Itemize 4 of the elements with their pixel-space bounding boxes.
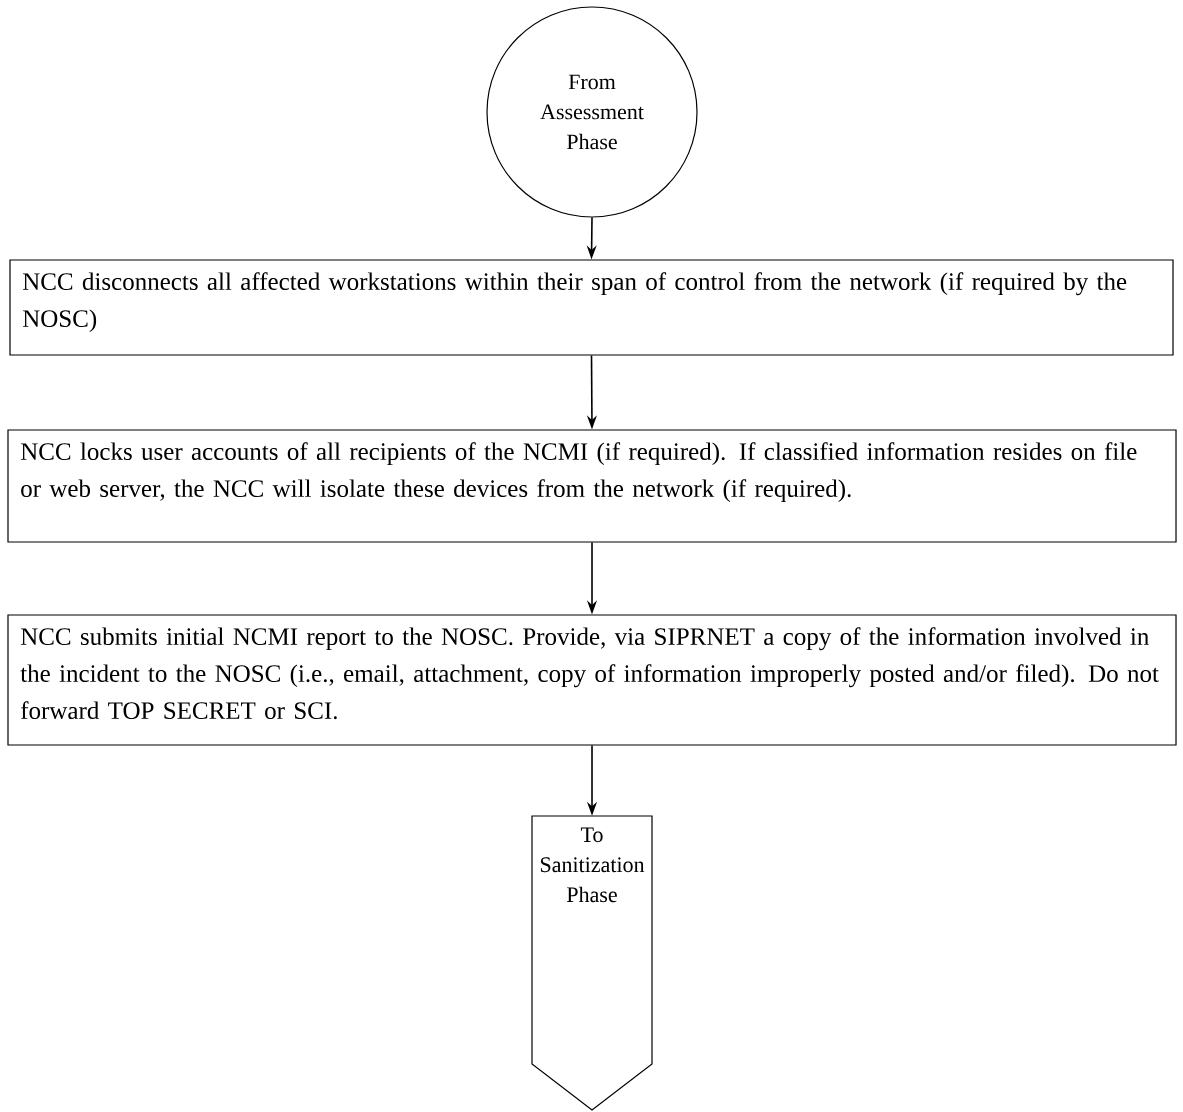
process-box: NCC locks user accounts of all recipients of the NCMI (if required). If classified information resides on file or web server, the NCC will isolate these devices from the network (if required). — [7, 429, 1177, 543]
off-page-connector: To Sanitization Phase — [531, 815, 653, 1111]
process-box: NCC submits initial NCMI report to the NOSC. Provide, via SIPRNET a copy of the information involved in the incident to the NOSC (i.e., email, attachment, copy of information improperly posted and/or filed). Do not forward TOP SECRET or SCI. — [7, 614, 1177, 746]
process-box: NCC disconnects all affected workstations within their span of control from the network (if required by the NOSC) — [9, 259, 1174, 356]
